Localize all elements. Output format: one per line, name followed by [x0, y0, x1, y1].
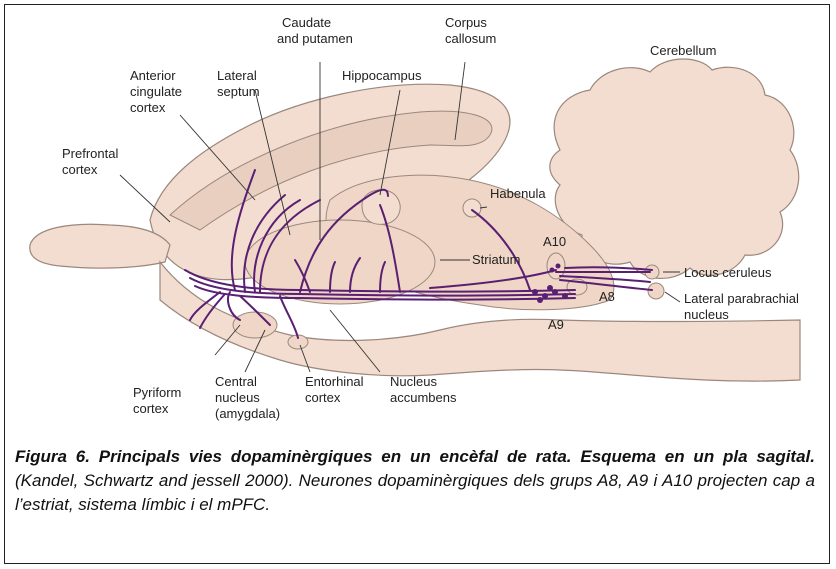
lateral-parabrachial-shape	[648, 283, 664, 299]
caudate-label: Caudate and putamen	[277, 15, 353, 46]
figure-caption: Figura 6. Principals vies dopaminèrgique…	[15, 445, 815, 517]
olfactory-shape	[30, 224, 170, 268]
hippocampus-label: Hippocampus	[342, 68, 422, 83]
a8-label: A8	[599, 289, 615, 304]
striatum-label: Striatum	[472, 252, 520, 267]
entorhinal-label: Entorhinal cortex	[305, 374, 367, 405]
lateral-septum-label: Lateral septum	[217, 68, 260, 99]
habenula-label: Habenula	[490, 186, 546, 201]
corpus-callosum-label: Corpus callosum	[445, 15, 496, 46]
nucleus-accumbens-label: Nucleus accumbens	[390, 374, 457, 405]
a9-label: A9	[548, 317, 564, 332]
cerebellum-label: Cerebellum	[650, 43, 716, 58]
pyriform-label: Pyriform cortex	[133, 385, 185, 416]
lateral-parabrachial-label: Lateral parabrachial nucleus	[684, 291, 803, 322]
a10-label: A10	[543, 234, 566, 249]
caption-title: Figura 6. Principals vies dopaminèrgique…	[15, 447, 815, 466]
prefrontal-label: Prefrontal cortex	[62, 146, 122, 177]
central-nucleus-label: Central nucleus (amygdala)	[215, 374, 280, 421]
anterior-cingulate-label: Anterior cingulate cortex	[130, 68, 186, 115]
locus-ceruleus-label: Locus ceruleus	[684, 265, 772, 280]
brain-diagram: Caudate and putamen Corpus callosum Cere…	[0, 0, 836, 440]
caption-text: (Kandel, Schwartz and jessell 2000). Neu…	[15, 471, 815, 514]
